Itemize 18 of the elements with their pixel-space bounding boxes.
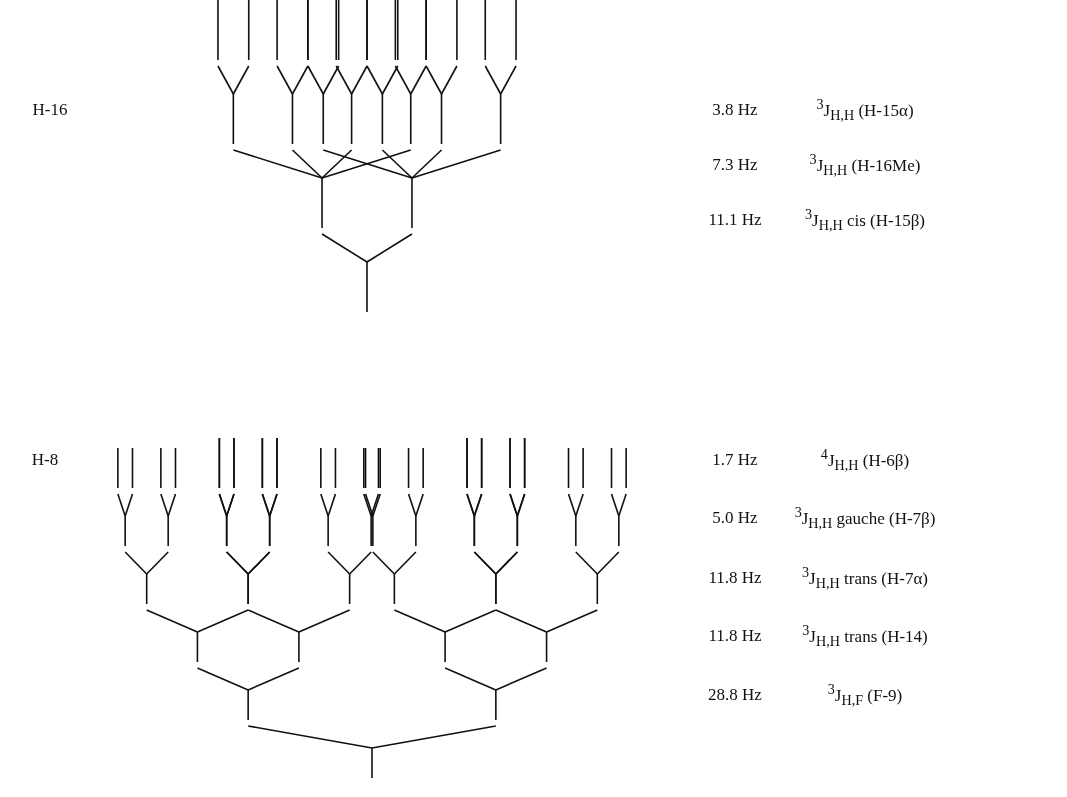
proton-label: H-8 [31, 450, 59, 470]
coupling-assignment: $^{3}$J$_{H,H}$ gauche (H-7β) [794, 504, 936, 532]
coupling-assignment: $^{3}$J$_{H,H}$ (H-16Me) [809, 151, 921, 179]
coupling-constant: 11.8 Hz [708, 626, 762, 646]
coupling-constant: 5.0 Hz [712, 508, 758, 528]
coupling-constant: 28.8 Hz [708, 685, 762, 705]
coupling-assignment: $^{3}$J$_{H,H}$ (H-15α) [816, 96, 914, 124]
coupling-constant: 11.8 Hz [708, 568, 762, 588]
coupling-constant: 11.1 Hz [708, 210, 762, 230]
coupling-assignment: $^{3}$J$_{H,F}$ (F-9) [827, 681, 903, 709]
coupling-assignment: $^{3}$J$_{H,H}$ trans (H-14) [802, 622, 928, 650]
coupling-assignment: $^{3}$J$_{H,H}$ cis (H-15β) [805, 206, 925, 234]
coupling-assignment: $^{4}$J$_{H,H}$ (H-6β) [820, 446, 910, 474]
coupling-constant: 7.3 Hz [712, 155, 758, 175]
coupling-constant: 1.7 Hz [712, 450, 758, 470]
coupling-assignment: $^{3}$J$_{H,H}$ trans (H-7α) [802, 564, 928, 592]
coupling-constant: 3.8 Hz [712, 100, 758, 120]
proton-label: H-16 [32, 100, 68, 120]
